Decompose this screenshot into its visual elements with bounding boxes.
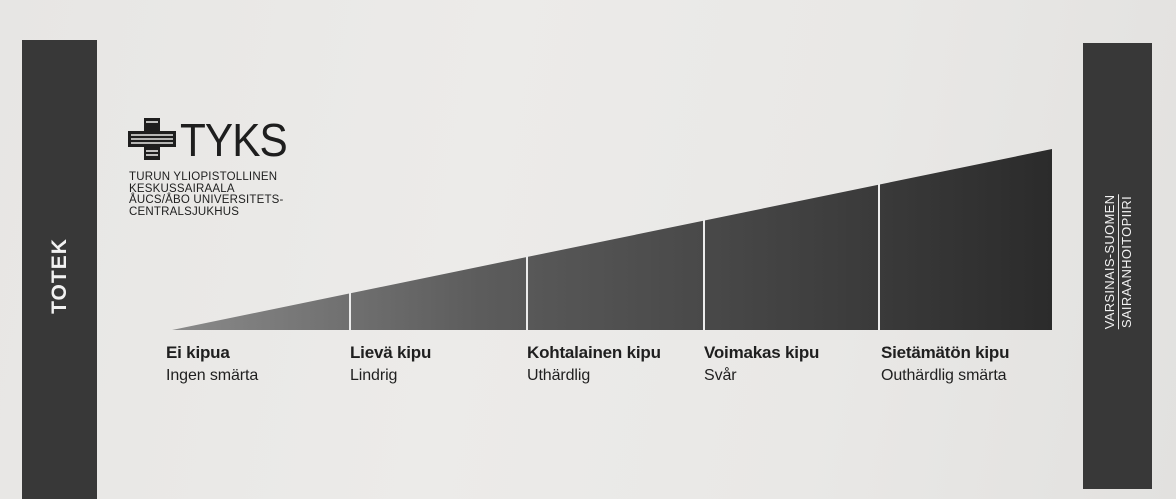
level-label-fi: Ei kipua xyxy=(166,343,230,362)
org-line: TURUN YLIOPISTOLLINEN xyxy=(129,171,278,183)
level-label-fi: Lievä kipu xyxy=(350,343,432,362)
level-label-sv: Svår xyxy=(704,367,737,384)
tyks-logo: TYKS xyxy=(128,114,288,166)
scale-level-severe: Voimakas kipu Svår xyxy=(704,343,819,385)
org-line: ÅUCS/ÅBO UNIVERSITETS- xyxy=(129,194,284,206)
level-label-sv: Ingen smärta xyxy=(166,367,259,384)
left-side-band: TOTEK xyxy=(22,40,97,499)
level-label-fi: Sietämätön kipu xyxy=(881,343,1010,362)
scale-level-unbearable: Sietämätön kipu Outhärdlig smärta xyxy=(881,343,1010,385)
pain-wedge xyxy=(172,149,1052,330)
level-label-sv: Uthärdlig xyxy=(527,367,591,384)
level-label-fi: Kohtalainen kipu xyxy=(527,343,661,362)
logo-wordmark: TYKS xyxy=(180,114,288,166)
scale-level-mild: Lievä kipu Lindrig xyxy=(350,343,431,385)
level-label-fi: Voimakas kipu xyxy=(704,343,820,362)
org-line: KESKUSSAIRAALA xyxy=(129,182,235,195)
org-line: CENTRALSJUKHUS xyxy=(129,205,240,218)
right-side-band: VARSINAIS-SUOMEN SAIRAANHOITOPIIRI xyxy=(1083,43,1152,489)
level-label-sv: Lindrig xyxy=(350,367,398,384)
scale-level-none: Ei kipua Ingen smärta xyxy=(166,343,258,385)
hospital-cross-icon xyxy=(128,118,176,160)
organization-name: TURUN YLIOPISTOLLINEN KESKUSSAIRAALA ÅUC… xyxy=(129,171,284,218)
scale-level-moderate: Kohtalainen kipu Uthärdlig xyxy=(527,343,661,385)
level-label-sv: Outhärdlig smärta xyxy=(881,367,1007,384)
